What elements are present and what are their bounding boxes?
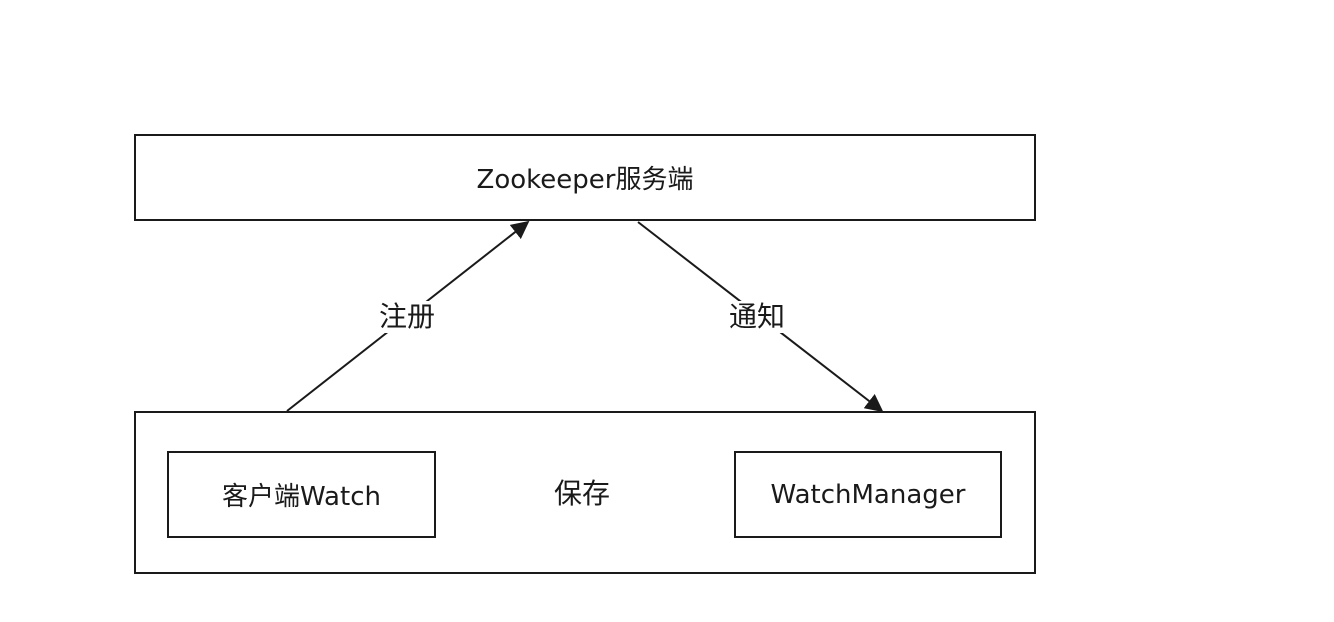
save-edge-label: 保存 [551,478,614,510]
client-watch-box: 客户端Watch [167,451,436,538]
client-watch-label: 客户端Watch [222,482,381,512]
watch-manager-box: WatchManager [734,451,1002,538]
zookeeper-server-box: Zookeeper服务端 [134,134,1036,221]
register-edge-label: 注册 [376,301,439,333]
zookeeper-server-label: Zookeeper服务端 [476,165,694,195]
watch-manager-label: WatchManager [770,479,966,510]
notify-edge-label: 通知 [726,301,789,333]
